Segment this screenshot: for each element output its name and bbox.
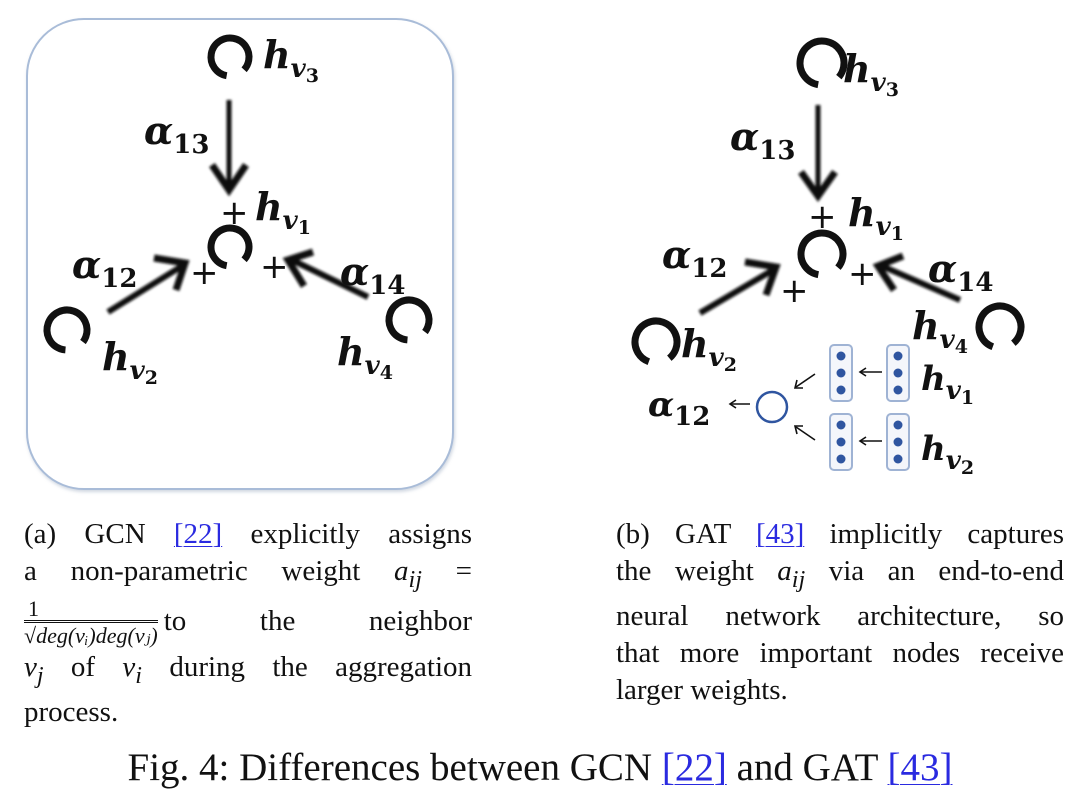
attention-input-label-v2: hv2 bbox=[921, 429, 975, 479]
arrow-v3-to-v1 bbox=[209, 100, 249, 197]
node-v2-circle-b bbox=[631, 317, 681, 367]
node-label-v4: hv4 bbox=[337, 329, 393, 384]
caption-b-line-5: larger weights. bbox=[616, 673, 788, 706]
weight-label-a14: α14 bbox=[340, 249, 406, 302]
feature-vector-v2 bbox=[886, 413, 910, 471]
caption-a-line-3: 1√deg(vᵢ)deg(vⱼ)to the neighbor bbox=[24, 595, 472, 648]
caption-a-line-4: vj of vi during the aggregation bbox=[24, 650, 473, 689]
attention-small-arrows bbox=[728, 367, 882, 446]
node-v4-circle-b bbox=[975, 302, 1025, 352]
node-label-v2-b: hv2 bbox=[681, 321, 737, 376]
subcaption-a: (a) GCN [22] explicitly assigns a non-pa… bbox=[24, 516, 472, 731]
node-label-v2: hv2 bbox=[102, 334, 158, 389]
weight-label-a13-b: α13 bbox=[730, 114, 796, 167]
citation-link-43-title[interactable]: [43] bbox=[887, 746, 953, 789]
caption-a-line-2: a non-parametric weight aij = bbox=[24, 555, 473, 593]
plus-sign-top-b: + bbox=[808, 197, 837, 237]
node-label-v1: hv1 bbox=[255, 184, 311, 239]
node-label-v4-b: hv4 bbox=[912, 303, 968, 358]
citation-link-22[interactable]: [22] bbox=[173, 518, 223, 550]
weight-label-a12: α12 bbox=[72, 242, 138, 295]
figure-caption: Fig. 4: Differences between GCN [22] and… bbox=[127, 746, 953, 789]
arrow-v4-to-v1-b bbox=[872, 252, 962, 303]
feature-vector-v2-transformed bbox=[829, 413, 853, 471]
caption-b-line-3: neural network architecture, so bbox=[616, 599, 1064, 632]
arrow-v4-to-v1 bbox=[282, 248, 370, 300]
weight-label-a14-b: α14 bbox=[928, 246, 994, 299]
node-v3-circle-b bbox=[796, 37, 848, 89]
node-label-v1-b: hv1 bbox=[848, 190, 904, 245]
attention-output-label: α12 bbox=[648, 385, 711, 433]
caption-b-line-4: that more important nodes receive bbox=[616, 636, 1064, 669]
plus-sign-top: + bbox=[220, 193, 249, 233]
attention-input-label-v1: hv1 bbox=[921, 359, 975, 409]
citation-link-43[interactable]: [43] bbox=[755, 518, 805, 550]
gcn-panel bbox=[26, 18, 454, 490]
diagram-arrows-a bbox=[43, 34, 1025, 471]
node-v3-circle bbox=[207, 34, 253, 80]
feature-vector-v1 bbox=[886, 344, 910, 402]
node-v1-circle-b bbox=[797, 229, 847, 279]
normalization-fraction: 1√deg(vᵢ)deg(vⱼ) bbox=[24, 595, 158, 648]
citation-link-22-title[interactable]: [22] bbox=[661, 746, 727, 789]
caption-a-line-5: process. bbox=[24, 695, 119, 728]
node-label-v3: hv3 bbox=[263, 32, 319, 87]
plus-sign-right-b: + bbox=[848, 254, 877, 294]
node-v4-circle bbox=[385, 296, 433, 344]
plus-sign-left-b: + bbox=[780, 271, 809, 311]
caption-b-line-1: (b) GAT [43] implicitly captures bbox=[616, 518, 1065, 550]
arrow-v2-to-v1 bbox=[106, 254, 190, 315]
caption-a-line-1: (a) GCN [22] explicitly assigns bbox=[24, 518, 472, 550]
weight-label-a12-b: α12 bbox=[662, 232, 728, 285]
subcaption-b: (b) GAT [43] implicitly captures the wei… bbox=[616, 516, 1064, 709]
node-label-v3-b: hv3 bbox=[843, 46, 899, 101]
node-v1-circle bbox=[207, 224, 253, 270]
arrow-v2-to-v1-b bbox=[698, 258, 781, 316]
caption-b-line-2: the weight aij via an end-to-end bbox=[616, 555, 1065, 593]
weight-label-a13: α13 bbox=[144, 108, 210, 161]
attention-output-node bbox=[755, 390, 789, 424]
arrow-v3-to-v1-b bbox=[798, 105, 838, 203]
feature-vector-v1-transformed bbox=[829, 344, 853, 402]
plus-sign-right: + bbox=[260, 247, 289, 287]
node-v2-circle bbox=[43, 306, 91, 354]
plus-sign-left: + bbox=[190, 253, 219, 293]
